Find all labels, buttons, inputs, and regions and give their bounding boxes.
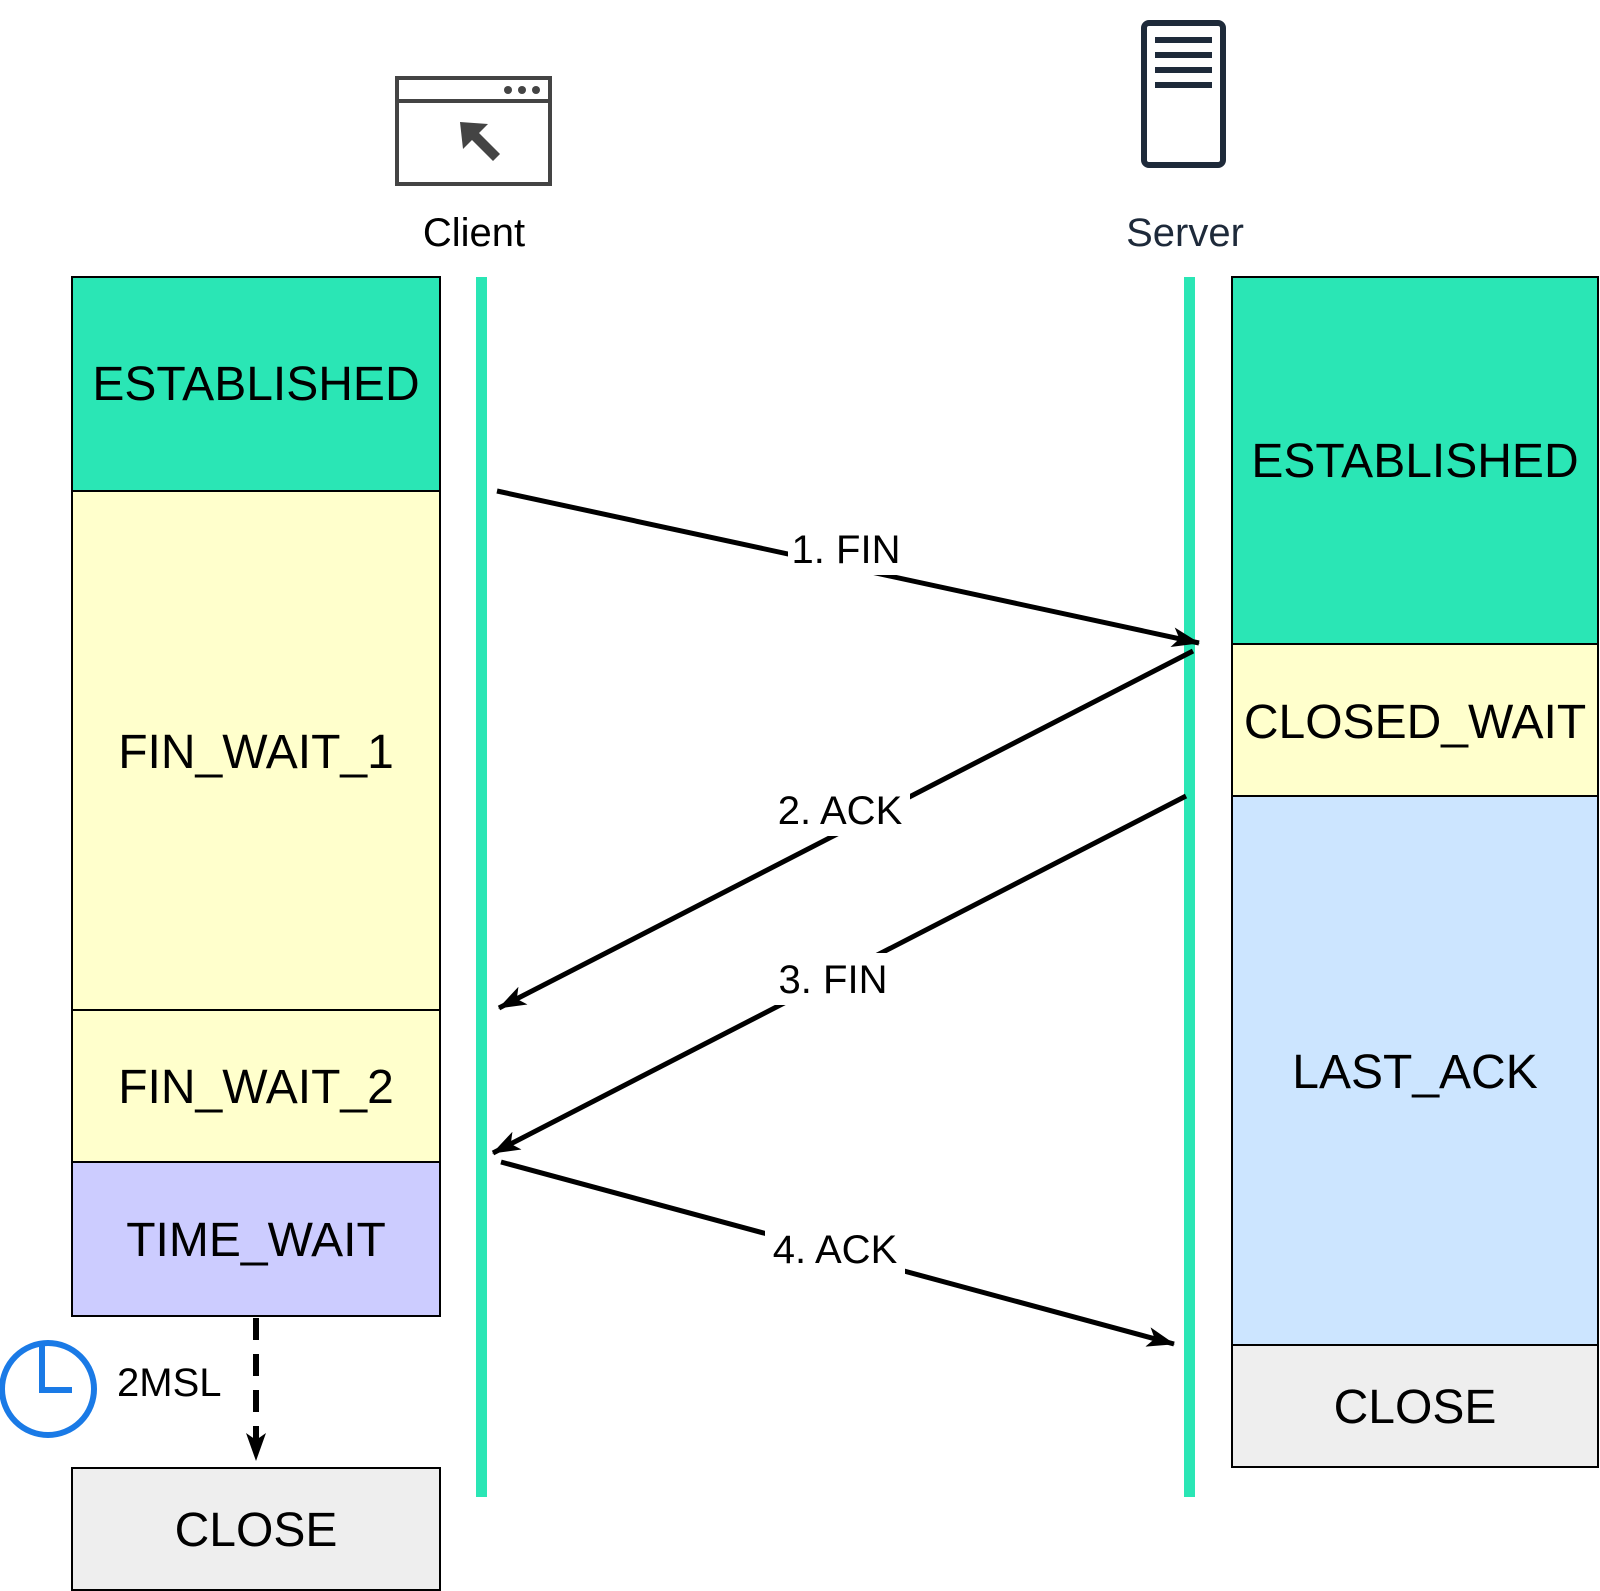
client-state-fin-wait-1 xyxy=(71,490,441,1011)
message-3-label: 3. FIN xyxy=(779,958,888,1002)
client-state-close-label: CLOSE xyxy=(175,1504,338,1557)
server-state-established-label: ESTABLISHED xyxy=(1251,435,1578,488)
server-state-established xyxy=(1231,276,1599,645)
message-1-fin: 1. FIN xyxy=(496,488,1200,648)
message-4-ack: 4. ACK xyxy=(500,1159,1175,1347)
server-state-close xyxy=(1231,1344,1599,1468)
client-state-time-wait-label: TIME_WAIT xyxy=(126,1214,386,1267)
message-2-label-bg xyxy=(770,784,910,836)
client-state-close xyxy=(71,1467,441,1591)
message-1-label-bg xyxy=(788,523,900,575)
server-state-closed-wait-label: CLOSED_WAIT xyxy=(1244,696,1586,749)
server-state-column: ESTABLISHED CLOSED_WAIT LAST_ACK CLOSE xyxy=(1231,276,1599,1468)
time-wait-transition: 2MSL xyxy=(0,1318,266,1461)
client-state-column: ESTABLISHED FIN_WAIT_1 FIN_WAIT_2 TIME_W… xyxy=(71,276,441,1591)
timer-label: 2MSL xyxy=(117,1361,222,1405)
message-3-fin: 3. FIN xyxy=(491,793,1188,1156)
client-state-established xyxy=(71,276,441,492)
server-state-last-ack-label: LAST_ACK xyxy=(1292,1046,1537,1099)
message-1-label: 1. FIN xyxy=(792,528,901,572)
client-state-fin-wait-1-label: FIN_WAIT_1 xyxy=(118,726,394,779)
message-4-label: 4. ACK xyxy=(773,1228,898,1272)
server-tower-icon xyxy=(1141,20,1226,168)
server-state-last-ack xyxy=(1231,795,1599,1346)
browser-window-icon xyxy=(395,76,552,186)
server-state-close-label: CLOSE xyxy=(1334,1381,1497,1434)
message-2-ack: 2. ACK xyxy=(497,648,1195,1011)
message-2-label: 2. ACK xyxy=(778,789,903,833)
server-lifeline xyxy=(1184,277,1195,1497)
client-label: Client xyxy=(423,211,525,255)
server-label: Server xyxy=(1126,211,1244,255)
client-state-fin-wait-2-label: FIN_WAIT_2 xyxy=(118,1061,394,1114)
client-lifeline xyxy=(476,277,487,1497)
clock-icon xyxy=(0,1340,97,1438)
message-4-label-bg xyxy=(765,1223,905,1275)
client-state-established-label: ESTABLISHED xyxy=(92,358,419,411)
client-state-time-wait xyxy=(71,1161,441,1317)
message-3-label-bg xyxy=(772,953,892,1005)
client-state-fin-wait-2 xyxy=(71,1009,441,1163)
